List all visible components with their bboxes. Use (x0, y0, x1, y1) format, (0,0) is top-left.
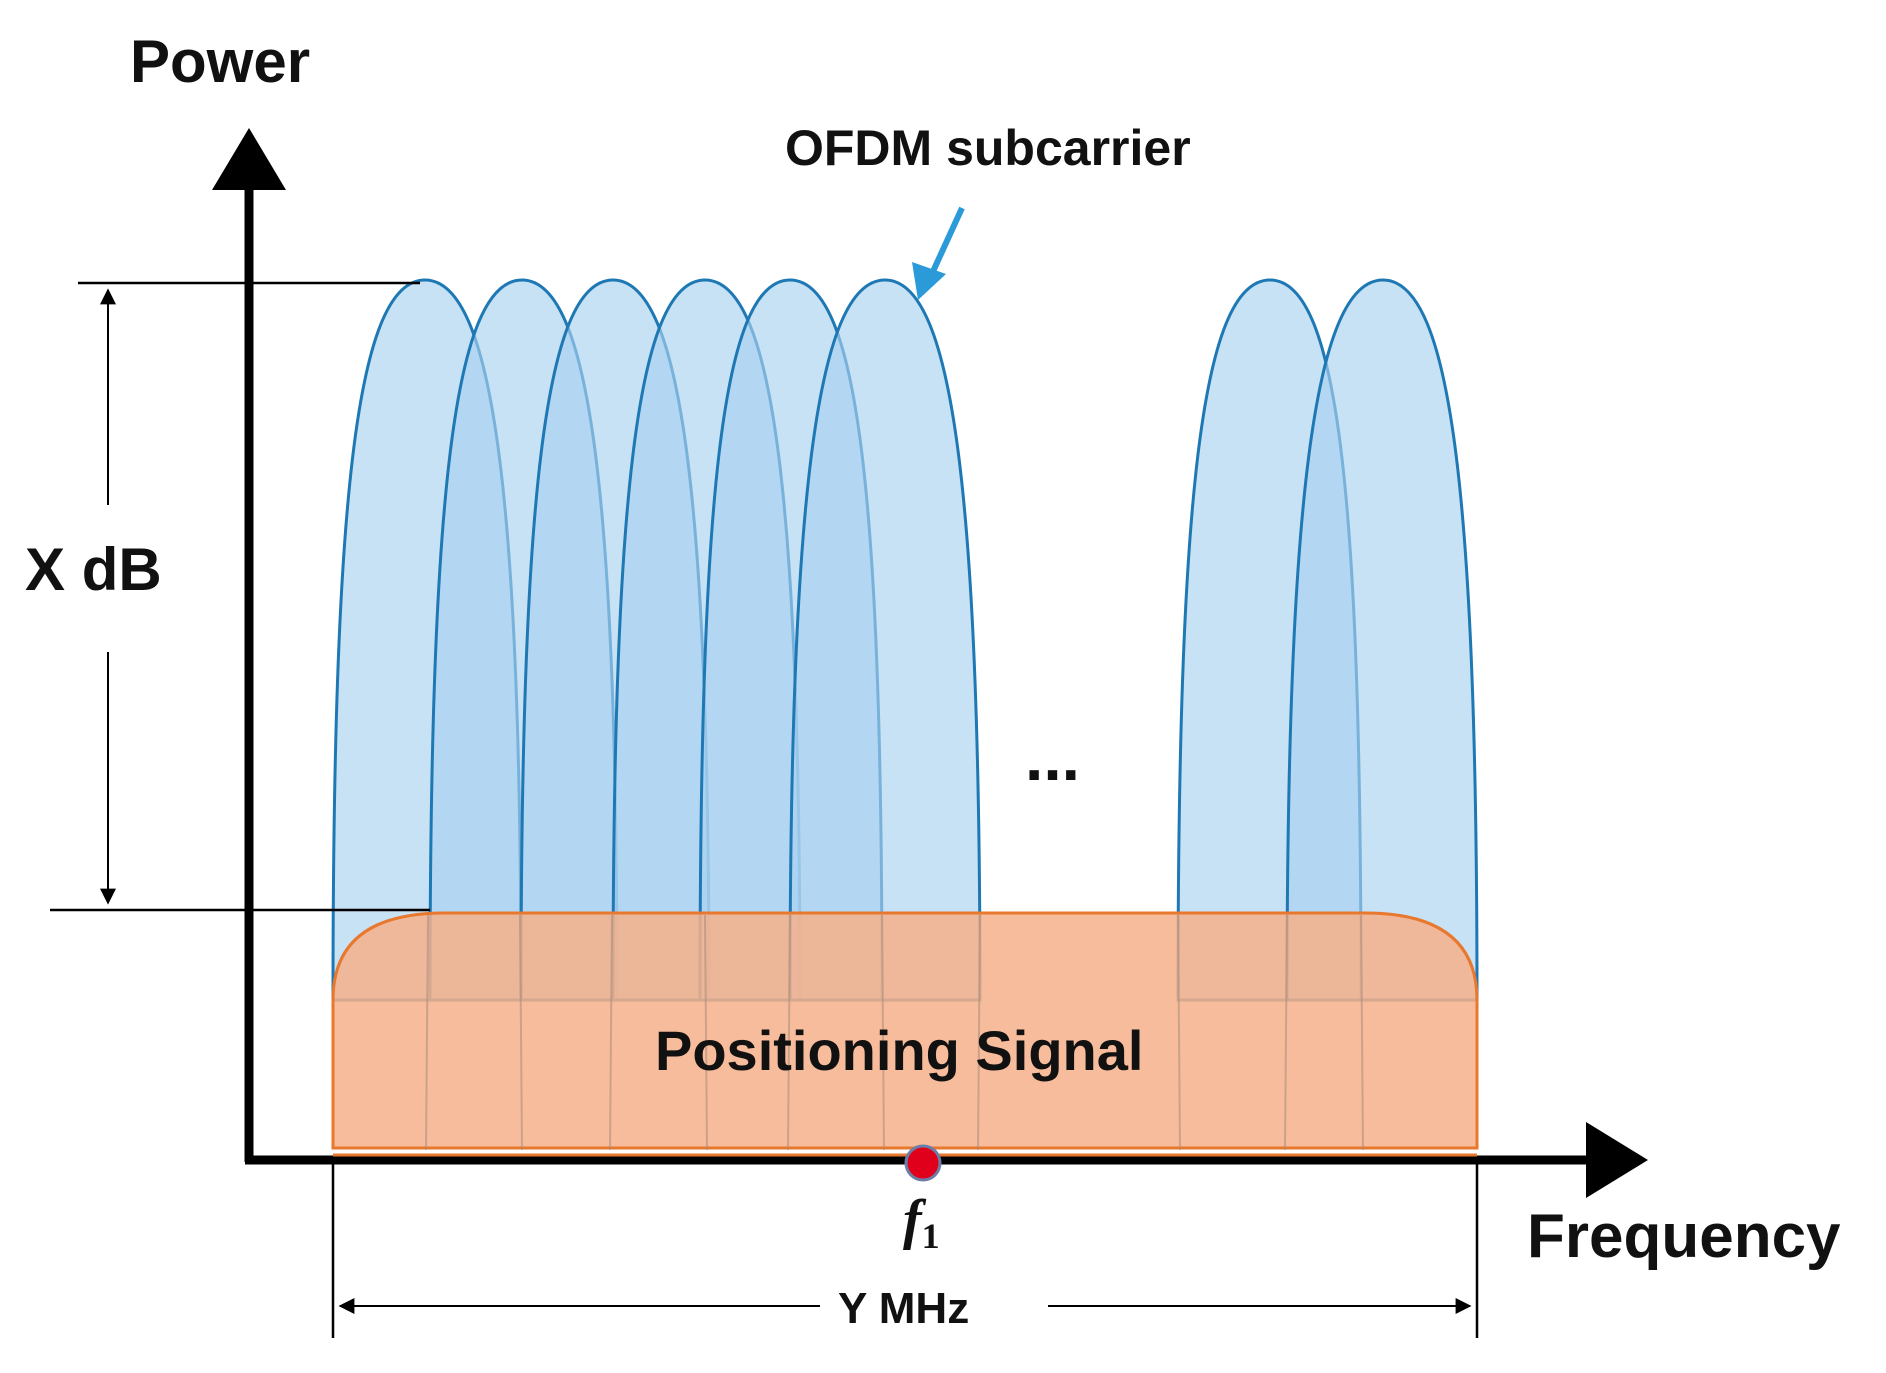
ellipsis-label: ... (1025, 720, 1080, 794)
y-axis-arrowhead (212, 128, 286, 190)
x-axis-arrowhead (1586, 1122, 1648, 1198)
center-frequency-label: f1 (903, 1189, 940, 1256)
subcarrier-callout-arrow (927, 206, 965, 280)
band-line-9 (1284, 914, 1288, 1151)
band-line-7 (977, 914, 981, 1151)
subcarrier-lobe-6 (788, 278, 982, 1002)
positioning-signal-band (331, 911, 1479, 1150)
subcarrier-group (331, 278, 1479, 1002)
band-line-4 (704, 914, 708, 1151)
band-line-2 (519, 914, 523, 1151)
band-line-10 (1360, 914, 1364, 1151)
positioning-signal-label: Positioning Signal (655, 1019, 1143, 1082)
center-frequency-subscript: 1 (922, 1216, 940, 1256)
power-range-label: X dB (25, 536, 162, 603)
subcarrier-annotation-label: OFDM subcarrier (785, 120, 1191, 176)
band-line-3 (609, 914, 613, 1151)
center-frequency-dot (904, 1144, 942, 1182)
band-line-6 (881, 914, 885, 1151)
band-line-1 (425, 914, 429, 1151)
subcarrier-callout-arrowhead (912, 262, 946, 300)
bandwidth-label: Y MHz (838, 1284, 969, 1333)
x-axis-label: Frequency (1527, 1202, 1841, 1271)
band-line-8 (1177, 914, 1181, 1151)
band-overlay-lines (425, 914, 1364, 1151)
subcarrier-lobe-8 (1285, 278, 1479, 1002)
y-axis-label: Power (130, 28, 310, 95)
band-line-5 (787, 914, 791, 1151)
